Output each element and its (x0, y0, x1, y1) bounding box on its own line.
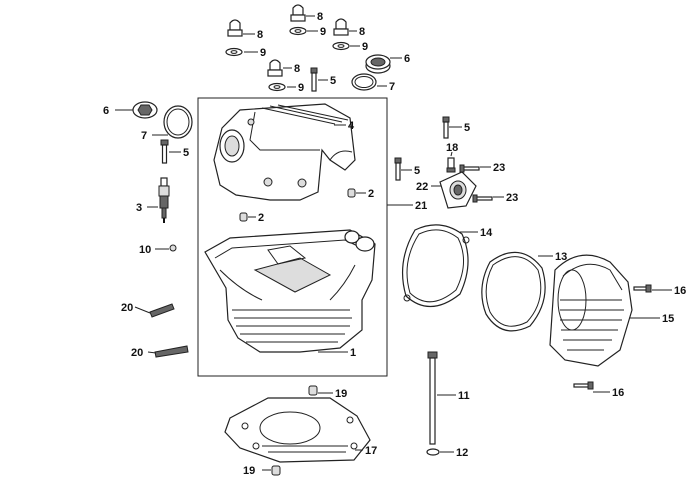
cylinder-head-cover (213, 103, 356, 201)
carburetor-insulator (439, 171, 477, 209)
bolt-top (310, 67, 318, 92)
callout-23: 23 (493, 162, 505, 174)
o-ring-left (163, 105, 193, 139)
callout-12: 12 (456, 447, 468, 459)
dowel-pin-19-upper (308, 385, 318, 396)
stud-bolt-lower (154, 345, 189, 358)
callout-5: 5 (414, 165, 420, 177)
bolt-middle (394, 157, 402, 181)
callout-22: 22 (416, 181, 428, 193)
vacuum-fitting (446, 157, 456, 173)
callout-18: 18 (446, 142, 458, 154)
cap-nut-a (227, 19, 243, 37)
callout-labels: 8 9 8 9 8 9 6 7 8 9 5 6 7 5 3 10 20 20 4… (103, 11, 686, 477)
callout-23: 23 (506, 192, 518, 204)
callout-20: 20 (131, 347, 143, 359)
tappet-cap-right (365, 54, 391, 74)
callout-9: 9 (260, 47, 266, 59)
callout-9: 9 (298, 82, 304, 94)
head-gasket (224, 397, 371, 463)
small-washer (426, 448, 440, 456)
callout-8: 8 (294, 63, 300, 75)
callout-1: 1 (350, 347, 356, 359)
spark-plug (158, 177, 170, 223)
bolt-right-upper (442, 116, 450, 139)
callout-9: 9 (362, 41, 368, 53)
cylinder-head (204, 229, 376, 353)
callout-6: 6 (404, 53, 410, 65)
washer-b (289, 26, 307, 36)
callout-8: 8 (317, 11, 323, 23)
dowel-pin-19-lower (271, 465, 281, 476)
callout-15: 15 (662, 313, 674, 325)
callout-2: 2 (368, 188, 374, 200)
cylinder-head-assembly-box (197, 97, 388, 377)
large-o-ring (481, 251, 546, 332)
callout-14: 14 (480, 227, 493, 239)
callout-2: 2 (258, 212, 264, 224)
callout-5: 5 (330, 75, 336, 87)
screw-lower (472, 194, 493, 203)
callout-19: 19 (243, 465, 255, 477)
callout-20: 20 (121, 302, 133, 314)
callout-16: 16 (612, 387, 624, 399)
side-cover (549, 254, 633, 367)
screw-upper (459, 164, 480, 173)
callout-13: 13 (555, 251, 567, 263)
callout-11: 11 (458, 390, 470, 402)
callout-10: 10 (139, 244, 151, 256)
cover-bolt-lower (573, 381, 594, 390)
stud-bolt-upper (149, 303, 175, 318)
bolt-left (160, 139, 169, 164)
callout-17: 17 (365, 445, 377, 457)
tappet-cap-left (132, 101, 158, 119)
callout-4: 4 (348, 120, 355, 132)
callout-19: 19 (335, 388, 347, 400)
washer-c (332, 41, 350, 51)
washer-a (225, 47, 243, 57)
dowel-pin-lower (239, 212, 248, 222)
dowel-pin-upper (347, 188, 356, 198)
leader-lines (115, 15, 672, 471)
callout-5: 5 (464, 122, 470, 134)
cover-bolt-upper (633, 284, 652, 293)
callout-6: 6 (103, 105, 109, 117)
callout-16: 16 (674, 285, 686, 297)
intake-gasket (401, 224, 470, 308)
cap-nut-b (290, 4, 306, 22)
washer-d (268, 82, 286, 92)
callout-5: 5 (183, 147, 189, 159)
callout-9: 9 (320, 26, 326, 38)
callout-21: 21 (415, 200, 427, 212)
cap-nut-d (267, 59, 283, 77)
callout-7: 7 (141, 130, 147, 142)
callout-7: 7 (389, 81, 395, 93)
callout-8: 8 (359, 26, 365, 38)
callout-3: 3 (136, 202, 142, 214)
small-stud (169, 244, 177, 252)
callout-8: 8 (257, 29, 263, 41)
cap-nut-c (333, 18, 349, 36)
long-stud-bolt (427, 351, 438, 445)
